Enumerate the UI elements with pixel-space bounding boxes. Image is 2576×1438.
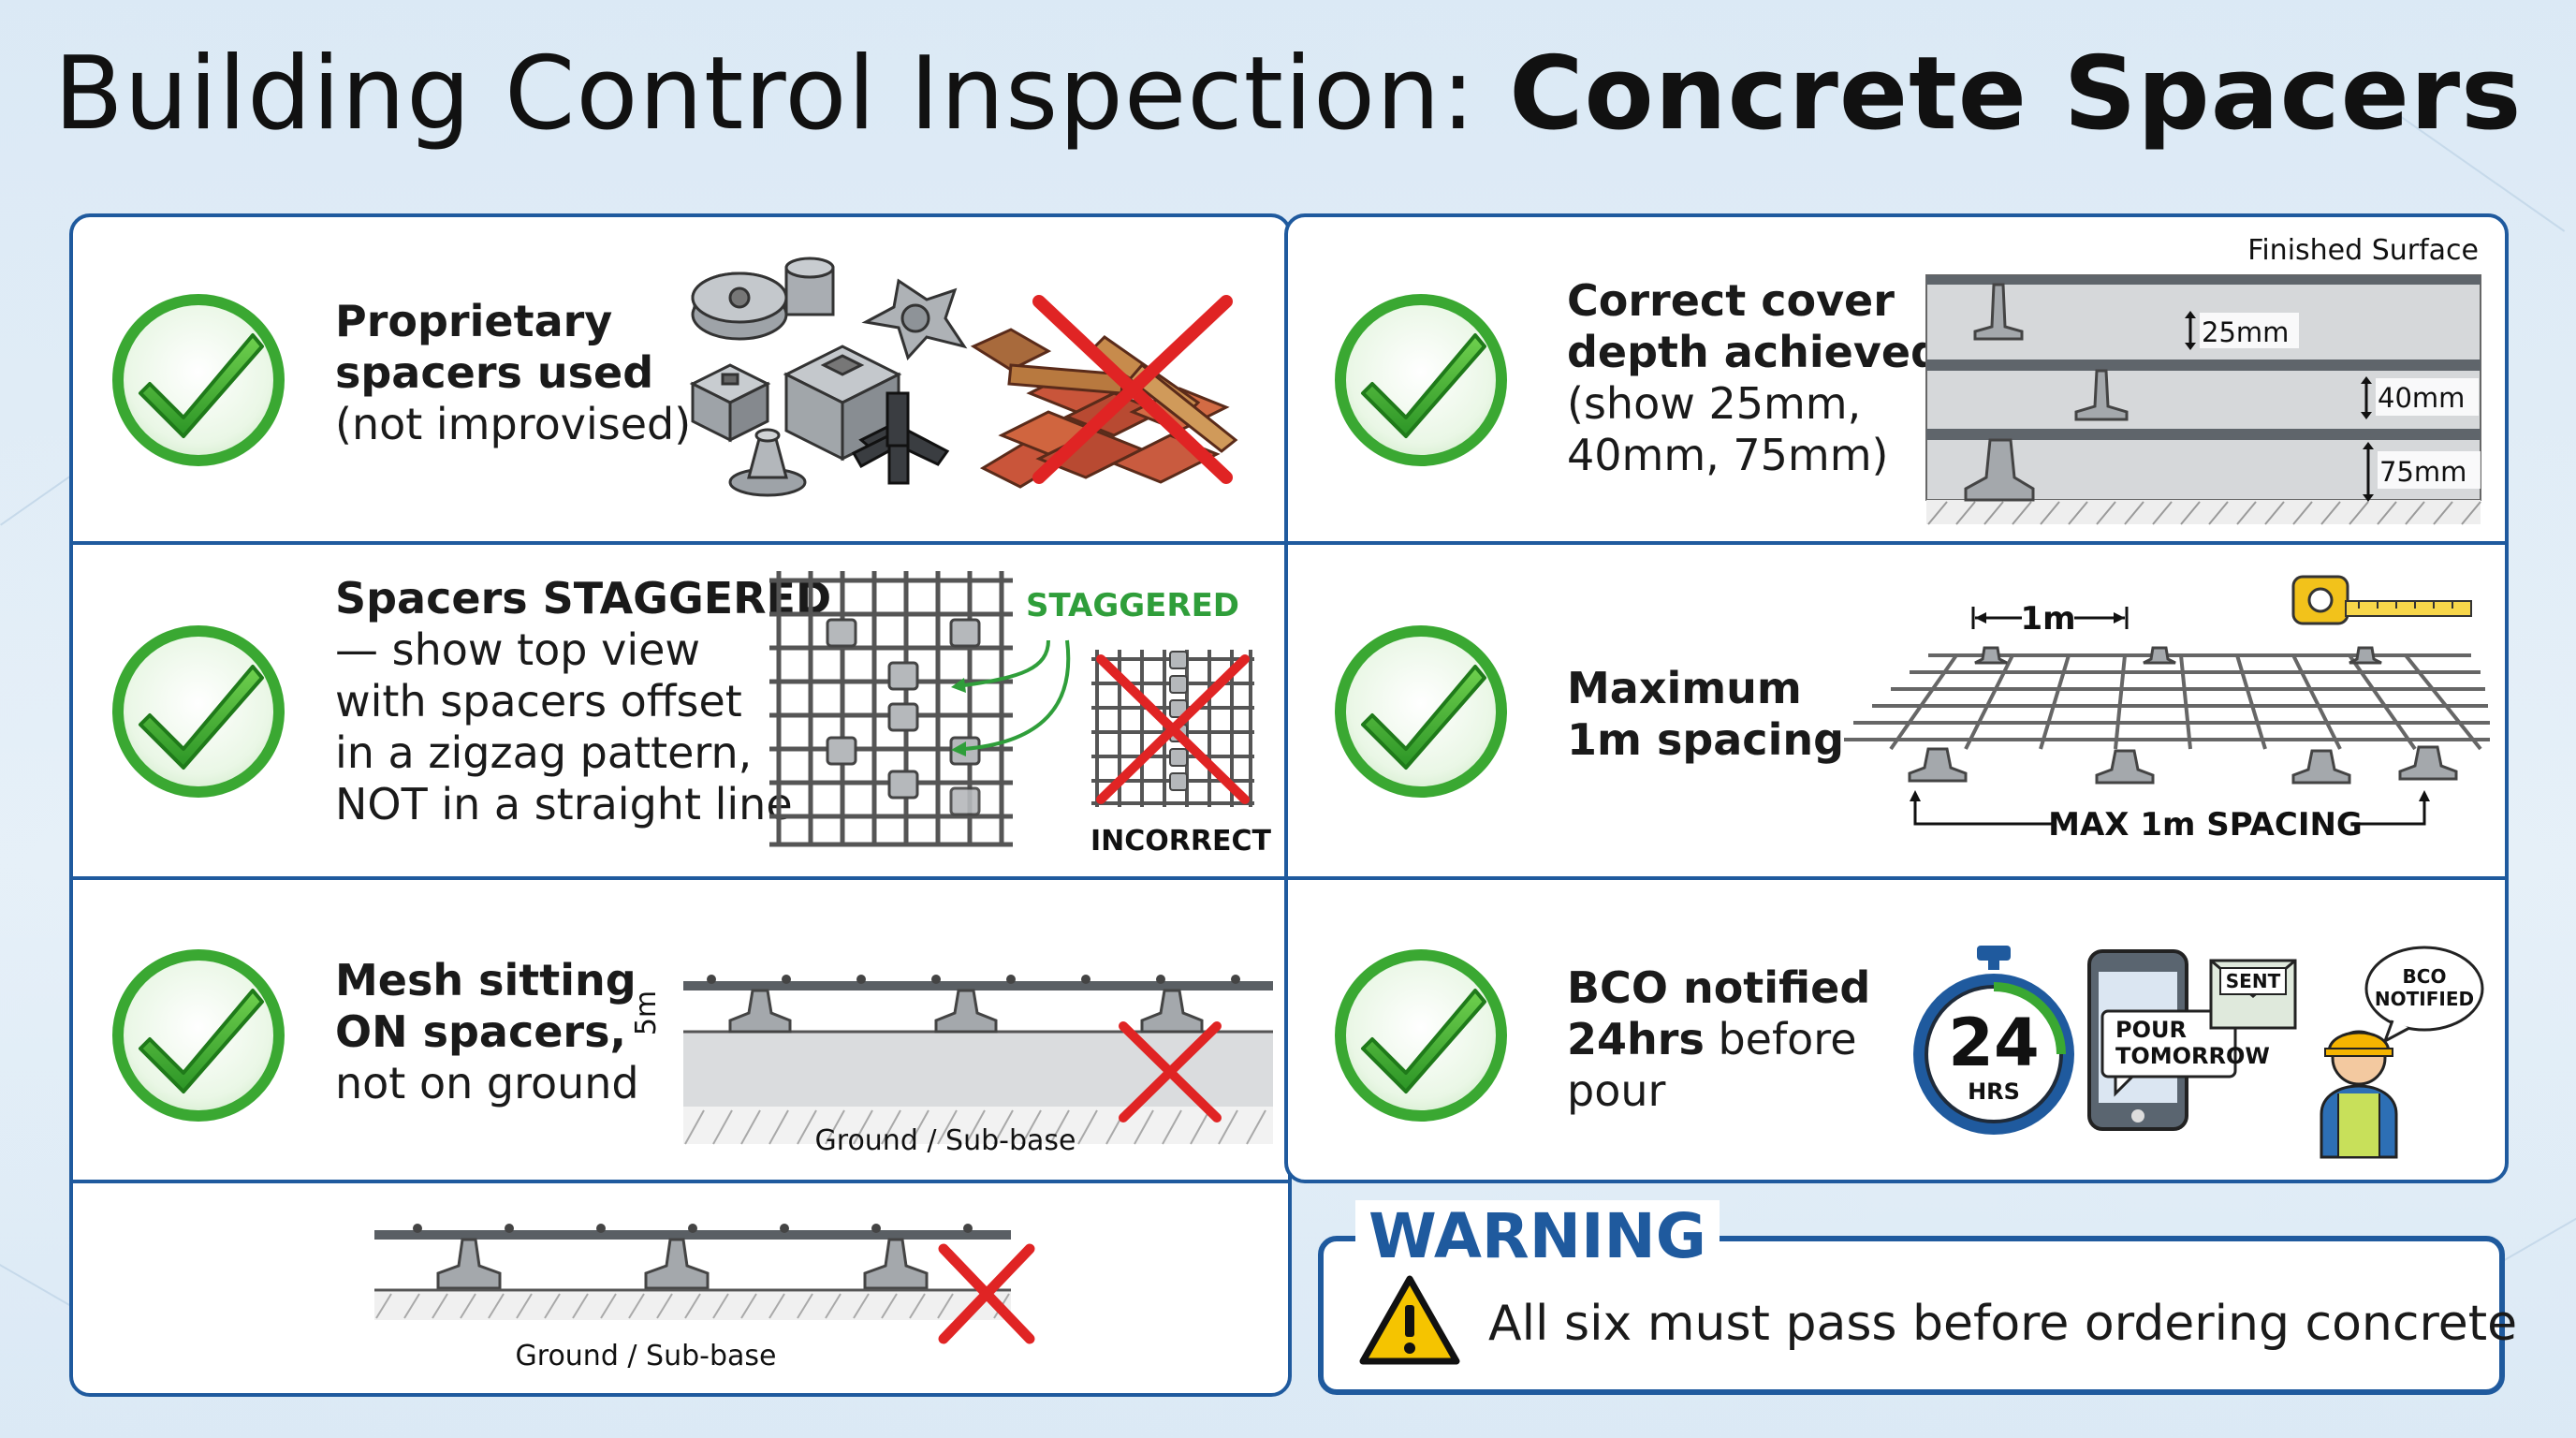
- row-divider: [69, 1180, 1292, 1183]
- finished-surface-label: Finished Surface: [2247, 234, 2479, 267]
- cross-icon: [938, 1243, 1035, 1344]
- cross-icon: [1032, 295, 1233, 484]
- spacer-disc: [691, 271, 788, 341]
- inspector-icon: [2320, 1030, 2398, 1159]
- spacing-diagram: 1m MAX 1m SPACING: [1844, 575, 2490, 844]
- staggered-diagram-label: STAGGERED: [1026, 587, 1239, 624]
- cover-label-line-2: depth achieved: [1567, 327, 1941, 377]
- mesh-label-line-3: not on ground: [335, 1058, 639, 1108]
- proprietary-label-line-2: spacers used: [335, 347, 654, 398]
- staggered-label-line-3: with spacers offset: [335, 676, 742, 726]
- bubble-line-1: BCO: [2403, 965, 2447, 988]
- check-icon: [105, 286, 292, 474]
- proprietary-label-line-3: (not improvised): [335, 399, 692, 449]
- cover-40-label: 40mm: [2378, 382, 2465, 414]
- mesh-label: Mesh sitting ON spacers, not on ground: [335, 955, 639, 1109]
- bco-label-line-1: BCO notified: [1567, 962, 1871, 1013]
- timer-unit: HRS: [1968, 1078, 2020, 1105]
- speech-bubble-icon: BCO NOTIFIED: [2364, 946, 2484, 1045]
- staggered-label-line-5: NOT in a straight line: [335, 779, 793, 829]
- page-title: Building Control Inspection: Concrete Sp…: [53, 36, 2523, 153]
- spacing-label-line-1: Maximum: [1567, 663, 1802, 713]
- bco-label-line-2: 24hrs before: [1567, 1014, 1857, 1064]
- spacer-star: [861, 278, 968, 360]
- envelope-icon: SENT: [2209, 959, 2297, 1030]
- incorrect-label: INCORRECT: [1090, 825, 1272, 858]
- ground-subbase-label: Ground / Sub-base: [815, 1124, 1076, 1157]
- row-divider: [69, 541, 2509, 545]
- row-divider: [69, 876, 2509, 880]
- cover-75-label: 75mm: [2379, 456, 2466, 488]
- proprietary-spacers-illustration: [689, 257, 1238, 497]
- check-icon: [105, 942, 292, 1129]
- check-icon: [105, 618, 292, 805]
- one-m-label: 1m: [2020, 600, 2075, 638]
- staggered-label: Spacers STAGGERED — show top view with s…: [335, 573, 831, 830]
- cross-icon: [1096, 654, 1250, 804]
- warning-title: WARNING: [1355, 1200, 1720, 1272]
- stopwatch-icon: 24 HRS: [1913, 946, 2074, 1135]
- phone-message-line-2: TOMORROW: [2115, 1043, 2270, 1069]
- check-icon: [1327, 942, 1515, 1129]
- cover-25-label: 25mm: [2202, 316, 2289, 348]
- cross-icon: [1119, 1021, 1222, 1123]
- spacer-cross: [851, 391, 950, 485]
- spacing-label-line-2: 1m spacing: [1567, 714, 1845, 765]
- warning-text: All six must pass before ordering concre…: [1488, 1296, 2518, 1352]
- tape-measure-icon: [2291, 575, 2472, 625]
- phone-message-line-1: POUR: [2115, 1017, 2187, 1043]
- spacing-label: Maximum 1m spacing: [1567, 663, 1844, 766]
- timer-value: 24: [1948, 1005, 2039, 1081]
- cover-depth-diagram: Finished Surface 25mm 40mm 75mm: [1925, 234, 2481, 525]
- staggered-label-line-1: Spacers STAGGERED: [335, 573, 832, 624]
- staggered-label-line-4: in a zigzag pattern,: [335, 727, 753, 778]
- mesh-on-spacers-diagram: 5m Ground / Sub-base: [630, 975, 1273, 1157]
- proprietary-label: Proprietary spacers used (not improvised…: [335, 296, 691, 450]
- spacer-cone: [728, 428, 807, 497]
- bco-label-line-3: pour: [1567, 1065, 1666, 1116]
- phone-icon: POUR TOMORROW: [2087, 949, 2270, 1131]
- staggered-diagram: STAGGERED INCORRECT: [769, 571, 1272, 858]
- check-icon: [1327, 286, 1515, 474]
- max-spacing-label: MAX 1m SPACING: [2048, 806, 2363, 844]
- mesh-label-line-1: Mesh sitting: [335, 955, 637, 1005]
- check-icon: [1327, 618, 1515, 805]
- staggered-label-line-2: — show top view: [335, 624, 701, 675]
- cover-label-line-1: Correct cover: [1567, 275, 1895, 326]
- bubble-line-2: NOTIFIED: [2375, 988, 2474, 1010]
- cover-label-line-4: 40mm, 75mm): [1567, 430, 1889, 480]
- ground-subbase-label-2: Ground / Sub-base: [516, 1340, 777, 1372]
- cover-label-line-3: (show 25mm,: [1567, 378, 1862, 429]
- cover-label: Correct cover depth achieved (show 25mm,…: [1567, 275, 1941, 481]
- warning-icon: [1359, 1275, 1460, 1365]
- proprietary-label-line-1: Proprietary: [335, 296, 613, 346]
- mesh-label-line-2: ON spacers,: [335, 1006, 626, 1057]
- spacer-block: [689, 363, 771, 443]
- envelope-label: SENT: [2226, 970, 2281, 992]
- bco-notification-illustration: 24 HRS POUR TOMORROW SENT BCO NOTIFIED: [1913, 946, 2484, 1159]
- ground-subbase-diagram: Ground / Sub-base: [374, 1224, 1035, 1372]
- five-m-label: 5m: [630, 990, 663, 1035]
- bco-label: BCO notified 24hrs before pour: [1567, 962, 1870, 1117]
- spacer-cylinder: [784, 257, 835, 316]
